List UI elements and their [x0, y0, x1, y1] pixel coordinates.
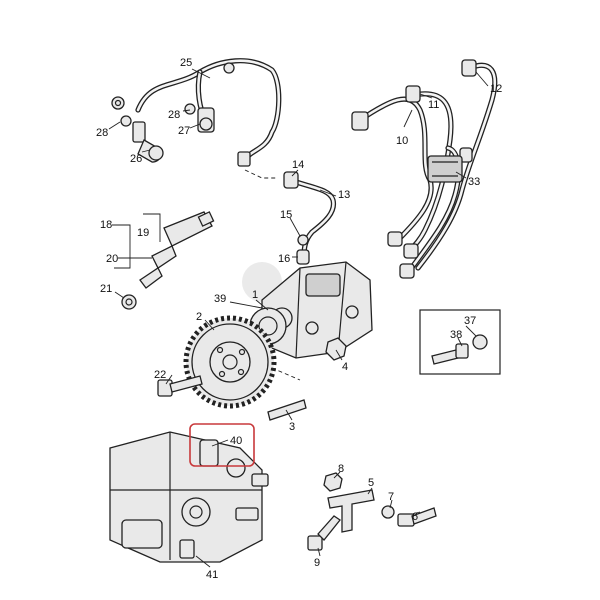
callout-2: 2 — [196, 311, 202, 323]
bracket-assembly — [307, 472, 437, 551]
callout-10: 10 — [396, 135, 408, 147]
callout-9: 9 — [314, 557, 320, 569]
callout-19: 19 — [137, 227, 149, 239]
callout-6: 6 — [412, 511, 418, 523]
return-pipe-assembly — [111, 58, 282, 167]
injector-nozzle — [121, 211, 215, 310]
callout-39: 39 — [214, 293, 226, 305]
callout-22: 22 — [154, 369, 166, 381]
callout-26: 26 — [130, 153, 142, 165]
callout-33: 33 — [468, 176, 480, 188]
callout-15: 15 — [280, 209, 292, 221]
callout-41: 41 — [206, 569, 218, 581]
callout-37: 37 — [464, 315, 476, 327]
callout-38: 38 — [450, 329, 462, 341]
callout-14: 14 — [292, 159, 304, 171]
lower-pump-detail — [109, 431, 269, 563]
callout-4: 4 — [342, 361, 348, 373]
callout-13: 13 — [338, 189, 350, 201]
callout-16: 16 — [278, 253, 290, 265]
callout-5: 5 — [368, 477, 374, 489]
callout-27: 27 — [178, 125, 190, 137]
callout-1: 1 — [252, 289, 258, 301]
drive-gear — [183, 315, 277, 409]
callout-25: 25 — [180, 57, 192, 69]
leader-lines — [108, 68, 489, 568]
callout-7: 7 — [388, 491, 394, 503]
callout-18: 18 — [100, 219, 112, 231]
callout-40: 40 — [230, 435, 242, 447]
callout-20: 20 — [106, 253, 118, 265]
feed-pipe — [244, 169, 337, 265]
callout-28b: 28 — [168, 109, 180, 121]
inset-detail — [419, 309, 501, 375]
fasteners-front — [157, 337, 347, 421]
injector-pipe-bundle — [351, 59, 498, 279]
callout-3: 3 — [289, 421, 295, 433]
callout-8: 8 — [338, 463, 344, 475]
callout-11: 11 — [428, 99, 439, 111]
callout-12: 12 — [490, 83, 502, 95]
injection-pump — [249, 261, 373, 359]
highlight-box-40 — [189, 423, 255, 467]
callout-21: 21 — [100, 283, 112, 295]
callout-28: 28 — [96, 127, 108, 139]
callout-labels: 25 28 26 27 28 10 11 12 33 14 13 15 16 1… — [96, 57, 502, 581]
